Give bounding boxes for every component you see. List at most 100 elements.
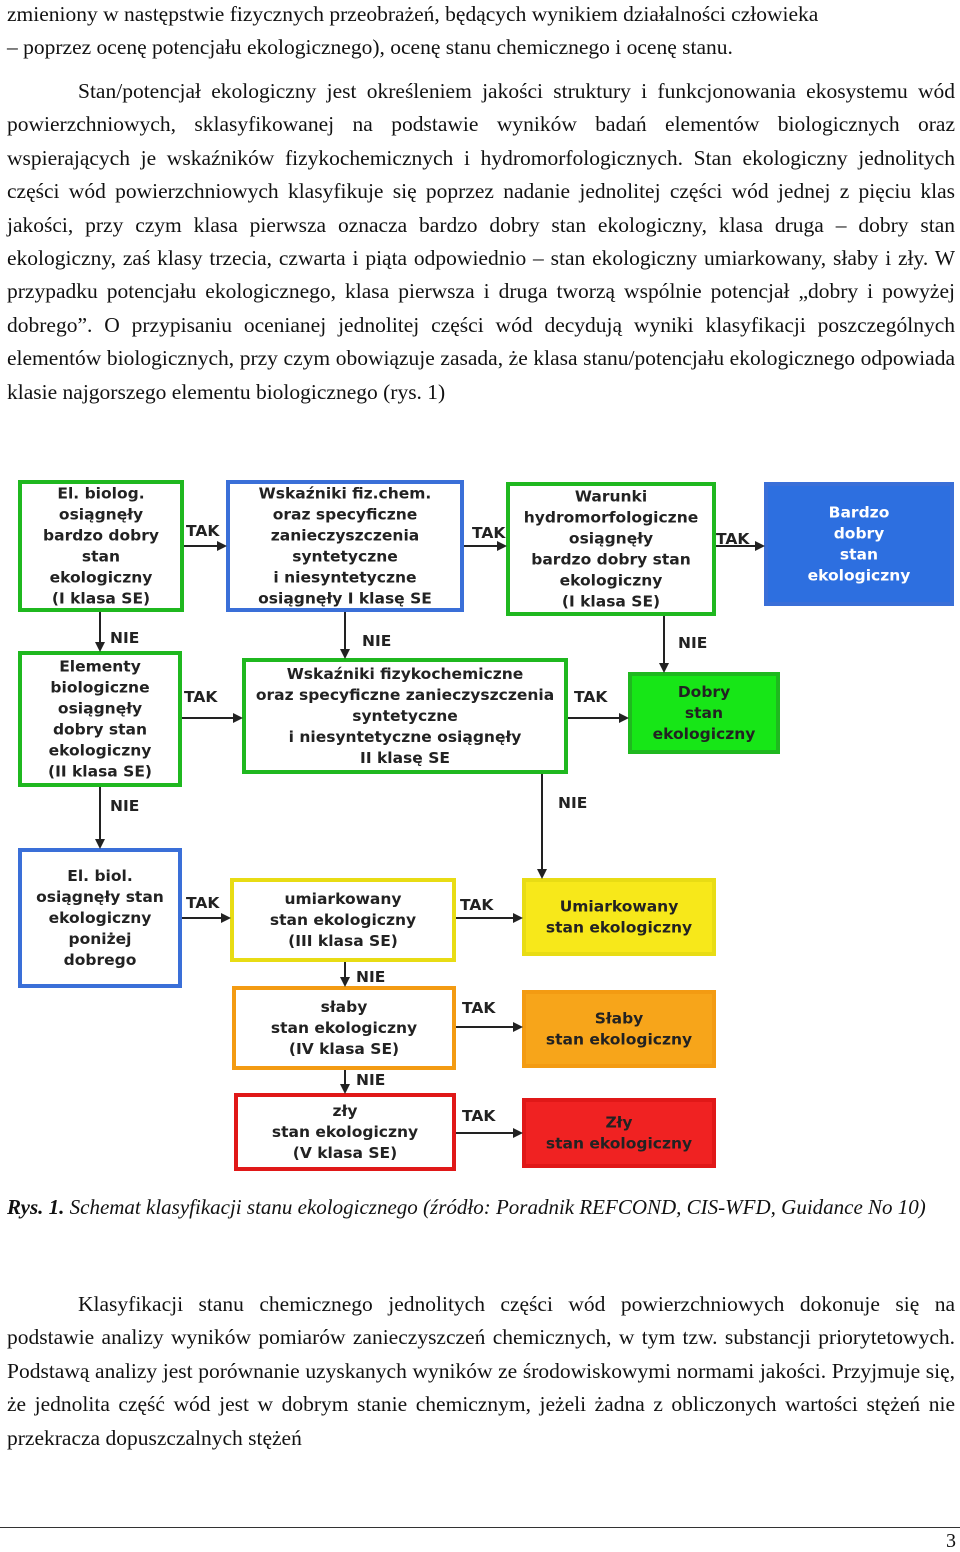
diagram-box-frame (232, 986, 456, 1070)
diagram-box-b13: zły stan ekologiczny (V klasa SE) (234, 1093, 456, 1171)
yes-label: TAK (472, 524, 506, 542)
diagram-box-frame (18, 848, 182, 988)
diagram-box-line: stan ekologiczny (546, 919, 692, 937)
diagram-box-line: osiągnęły (58, 700, 142, 718)
diagram-box-b12: Słaby stan ekologiczny (522, 990, 716, 1068)
diagram-box-b3: Warunki hydromorfologiczne osiągnęły bardzo… (506, 482, 716, 616)
diagram-box-frame (230, 878, 456, 962)
yes-label: TAK (716, 530, 750, 548)
diagram-box-line: osiągnęły (59, 506, 143, 524)
diagram-box-line: bardzo dobry stan (531, 551, 690, 569)
no-label: NIE (110, 797, 139, 815)
diagram-box-line: syntetyczne (292, 548, 398, 566)
diagram-box-line: Umiarkowany (560, 898, 679, 916)
diagram-box-line: osiągnęły I klasę SE (258, 590, 432, 608)
diagram-box-line: umiarkowany (284, 890, 401, 908)
diagram-box-line: syntetyczne (352, 707, 458, 725)
diagram-box-line: stan ekologiczny (546, 1031, 692, 1049)
diagram-box-line: (II klasa SE) (48, 763, 152, 781)
diagram-box-line: ekologiczny (560, 572, 663, 590)
paragraph-chemical-status-text: Klasyfikacji stanu chemicznego jednolity… (7, 1292, 955, 1450)
diagram-box-line: (I klasa SE) (52, 590, 150, 608)
diagram-box-frame (506, 482, 716, 616)
intro-line-1: zmieniony w następstwie fizycznych przeo… (7, 2, 819, 26)
diagram-box-line: Wskaźniki fizykochemiczne (287, 665, 524, 683)
diagram-box-line: zły (333, 1102, 358, 1120)
diagram-box-line: stan ekologiczny (271, 1019, 417, 1037)
diagram-box-line: stan (685, 704, 723, 722)
diagram-box-b5: Elementy biologiczne osiągnęły dobry stan ek… (18, 651, 182, 787)
yes-label: TAK (184, 688, 218, 706)
diagram-box-frame (522, 1098, 716, 1168)
diagram-box-line: El. biolog. (57, 485, 144, 503)
diagram-box-line: biologiczne (50, 679, 149, 697)
classification-diagram: El. biolog. osiągnęły bardzo dobry stan ekol… (18, 480, 954, 1171)
no-label: NIE (678, 634, 707, 652)
diagram-box-line: i niesyntetyczne (273, 569, 416, 587)
diagram-box-line: (I klasa SE) (562, 593, 660, 611)
diagram-box-line: Wskaźniki fiz.chem. (259, 485, 432, 503)
caption-label: Rys. 1. (7, 1195, 65, 1219)
diagram-box-frame (242, 658, 568, 774)
page-number: 3 (946, 1530, 956, 1552)
diagram-box-line: hydromorfologiczne (524, 509, 699, 527)
yes-label: TAK (462, 1107, 496, 1125)
no-label: NIE (356, 968, 385, 986)
diagram-box-line: stan (82, 548, 120, 566)
diagram-box-line: dobrego (64, 951, 137, 969)
diagram-box-line: Słaby (595, 1010, 644, 1028)
diagram-box-line: i niesyntetyczne osiągnęły (289, 728, 522, 746)
footer-divider (0, 1527, 960, 1528)
yes-label: TAK (574, 688, 608, 706)
diagram-box-line: Zły (605, 1114, 632, 1132)
diagram-box-line: osiągnęły (569, 530, 653, 548)
diagram-box-line: zanieczyszczenia (271, 527, 419, 545)
no-label: NIE (362, 632, 391, 650)
diagram-box-line: Elementy (59, 658, 141, 676)
diagram-box-frame (18, 651, 182, 787)
yes-label: TAK (460, 896, 494, 914)
diagram-box-b8: El. biol.osiągnęły stanekologicznyponiże… (18, 848, 182, 988)
paragraph-ecological-status-text: Stan/potencjał ekologiczny jest określen… (7, 79, 955, 404)
yes-label: TAK (186, 522, 220, 540)
diagram-box-line: Warunki (575, 488, 647, 506)
diagram-box-frame (764, 482, 954, 606)
diagram-box-line: stan ekologiczny (546, 1135, 692, 1153)
diagram-box-line: dobry stan (53, 721, 147, 739)
diagram-box-line: ekologiczny (49, 742, 152, 760)
figure-caption: Rys. 1. Schemat klasyfikacji stanu ekolo… (7, 1192, 955, 1223)
paragraph-ecological-status: Stan/potencjał ekologiczny jest określen… (7, 75, 955, 409)
diagram-box-line: ekologiczny (49, 909, 152, 927)
caption-text: Schemat klasyfikacji stanu ekologicznego… (64, 1195, 926, 1219)
diagram-box-b4: Bardzo dobry stan ekologiczny (764, 482, 954, 606)
diagram-box-line: ekologiczny (808, 567, 911, 585)
no-label: NIE (356, 1071, 385, 1089)
diagram-box-line: Bardzo (829, 504, 890, 522)
diagram-box-b14: Zły stan ekologiczny (522, 1098, 716, 1168)
intro-line-2: – poprzez ocenę potencjału ekologicznego… (7, 35, 733, 59)
diagram-box-frame (234, 1093, 456, 1171)
diagram-box-line: dobry (834, 525, 885, 543)
diagram-box-frame (18, 480, 184, 612)
yes-label: TAK (186, 894, 220, 912)
yes-label: TAK (462, 999, 496, 1017)
diagram-box-frame (226, 480, 464, 612)
diagram-box-frame (522, 878, 716, 956)
diagram-box-b10: Umiarkowany stan ekologiczny (522, 878, 716, 956)
diagram-box-line: (V klasa SE) (293, 1144, 397, 1162)
diagram-box-line: stan (840, 546, 878, 564)
diagram-box-line: stan ekologiczny (272, 1123, 418, 1141)
diagram-box-line: bardzo dobry (43, 527, 159, 545)
diagram-box-b2: Wskaźniki fiz.chem.oraz specyficznezanie… (226, 480, 464, 612)
diagram-box-line: osiągnęły stan (36, 888, 164, 906)
diagram-box-frame (522, 990, 716, 1068)
diagram-box-frame (628, 672, 780, 754)
diagram-box-line: (III klasa SE) (288, 932, 398, 950)
diagram-box-line: ekologiczny (50, 569, 153, 587)
no-label: NIE (110, 629, 139, 647)
diagram-box-line: (IV klasa SE) (289, 1040, 399, 1058)
